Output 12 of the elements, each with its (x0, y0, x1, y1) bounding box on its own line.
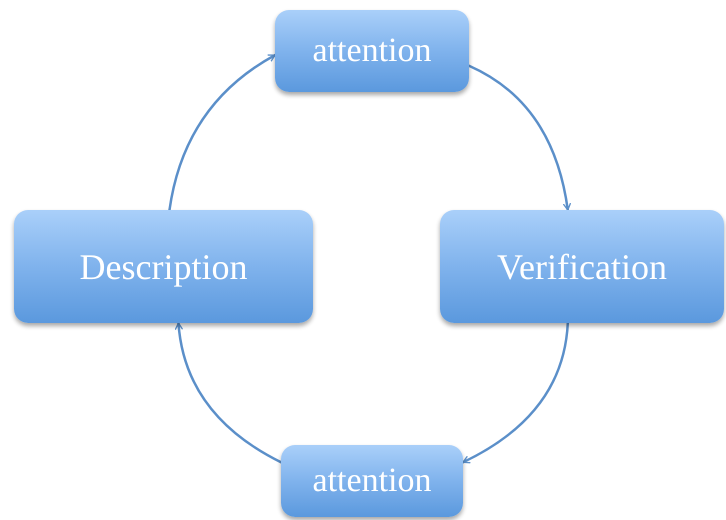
node-label: attention (312, 32, 432, 70)
curved-arrow (468, 64, 571, 212)
process-box (281, 445, 463, 517)
curved-arrow (168, 54, 276, 212)
curved-arrow (175, 322, 282, 464)
process-box (440, 210, 724, 323)
node-label: Verification (497, 246, 667, 288)
process-box (14, 210, 313, 323)
curved-arrow (462, 322, 570, 464)
node-label: Description (80, 246, 248, 288)
node-label: attention (312, 462, 432, 500)
process-box (275, 10, 469, 92)
